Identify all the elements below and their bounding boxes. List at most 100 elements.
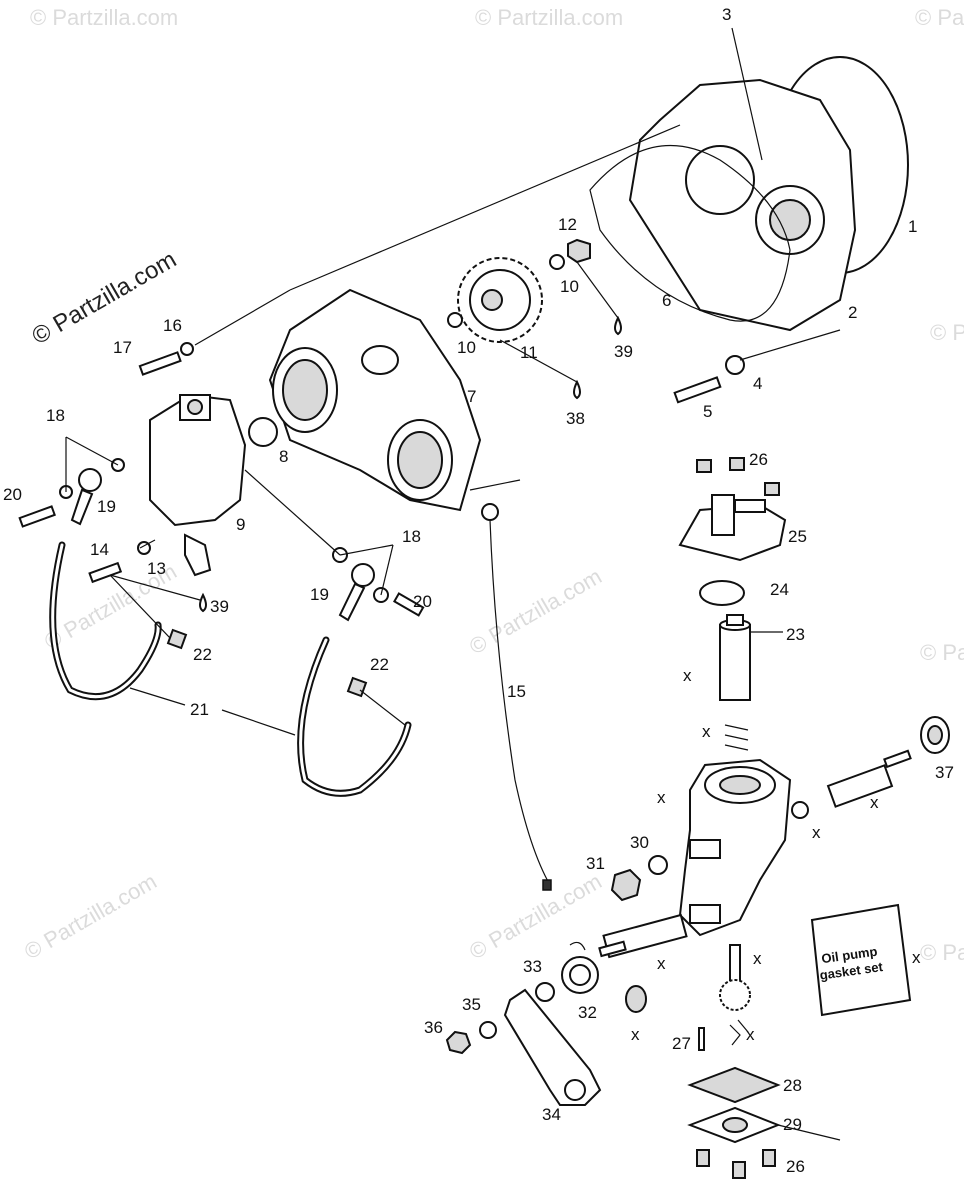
callout-22b: 22 [370, 655, 389, 674]
banjo-19b [351, 563, 375, 587]
o-ring-24 [699, 580, 745, 606]
screw-14 [88, 561, 123, 584]
gasket-kit-envelope: Oil pump gasket set [810, 903, 912, 1017]
oil-drops [199, 315, 622, 613]
seal-x [625, 985, 647, 1013]
washer-35 [479, 1021, 497, 1039]
clip-22a [166, 628, 188, 650]
callout-10b: 10 [560, 277, 579, 296]
cable-15 [481, 503, 552, 891]
watermark-main: © Partzilla.com [28, 246, 182, 350]
callout-2: 2 [848, 303, 857, 322]
callout-25: 25 [788, 527, 807, 546]
drop-38 [573, 379, 581, 400]
callout-30: 30 [630, 833, 649, 852]
callout-18b: 18 [402, 527, 421, 546]
part-6-gasket [589, 144, 791, 322]
washer-10a [447, 312, 463, 328]
nut-36 [445, 1030, 472, 1055]
watermark-text: © Partzilla.com [930, 320, 964, 345]
plate-28-29 [687, 1066, 781, 1144]
x-marker: x [657, 954, 666, 973]
callout-34: 34 [542, 1105, 561, 1124]
callout-35: 35 [462, 995, 481, 1014]
pump-body-right [678, 758, 792, 937]
callout-4: 4 [753, 374, 762, 393]
callout-12: 12 [558, 215, 577, 234]
callout-10a: 10 [457, 338, 476, 357]
drop-39a [614, 315, 622, 336]
callout-21: 21 [190, 700, 209, 719]
callout-39b: 39 [210, 597, 229, 616]
x-marker: x [753, 949, 762, 968]
bolt-20b [393, 592, 425, 617]
callout-26b: 26 [786, 1157, 805, 1176]
callout-31: 31 [586, 854, 605, 873]
callout-37: 37 [935, 763, 954, 782]
part-23-valve [719, 614, 751, 701]
x-marker: x [657, 788, 666, 807]
watermark-text: © Partzilla.com [20, 869, 161, 965]
callout-24: 24 [770, 580, 789, 599]
callout-15: 15 [507, 682, 526, 701]
gear-shaft-x [719, 944, 751, 1011]
callout-1: 1 [908, 217, 917, 236]
part-2-housing [628, 78, 857, 332]
watermark-text: © Partzilla.com [920, 940, 964, 965]
callout-11: 11 [520, 343, 538, 362]
callout-33: 33 [523, 957, 542, 976]
drop-39b [199, 592, 207, 613]
spring-32 [561, 941, 599, 994]
small-hardware [59, 238, 809, 1055]
shaft-x [598, 913, 688, 959]
callout-28: 28 [783, 1076, 802, 1095]
callout-7: 7 [467, 387, 476, 406]
bolt-5 [673, 376, 722, 404]
callout-9: 9 [236, 515, 245, 534]
leader-lines [65, 27, 841, 1141]
watermark-text: © Partzilla.com [920, 640, 964, 665]
callout-38: 38 [566, 409, 585, 428]
callout-29: 29 [783, 1115, 802, 1134]
plunger-37 [826, 716, 950, 808]
lever-34 [503, 988, 602, 1106]
screw-26f [762, 1149, 776, 1167]
clip-x [729, 1019, 749, 1046]
callout-19b: 19 [310, 585, 329, 604]
callout-16: 16 [163, 316, 182, 335]
o-ring-8 [248, 417, 278, 447]
watermark-text: © Partzilla.com [475, 5, 623, 30]
screw-26c [764, 482, 780, 496]
washer-4 [725, 355, 745, 375]
x-marker: x [912, 948, 921, 967]
x-marker: x [746, 1025, 755, 1044]
callout-26a: 26 [749, 450, 768, 469]
callout-numbers: 1 2 3 4 5 6 7 8 9 10 10 11 12 13 14 15 1… [3, 5, 954, 1176]
callout-32: 32 [578, 1003, 597, 1022]
o-ring-x [791, 801, 809, 819]
callout-6: 6 [662, 291, 671, 310]
screw-26e [732, 1161, 746, 1179]
part-11-gear [457, 257, 543, 343]
hoses-21 [49, 541, 412, 797]
x-marker: x [870, 793, 879, 812]
callout-18a: 18 [46, 406, 65, 425]
washer-30 [648, 855, 668, 875]
callout-27: 27 [672, 1034, 691, 1053]
part-25-cover [678, 494, 787, 562]
x-markers: x x x x x x x x x x [631, 666, 921, 1044]
plug-31 [610, 868, 642, 902]
watermark-text: © Partzilla.com [915, 5, 964, 30]
callout-39a: 39 [614, 342, 633, 361]
washer-16 [180, 342, 194, 356]
part-9-oil-pump [149, 393, 247, 577]
screw-26a [696, 459, 712, 473]
watermark-text: © Partzilla.com [30, 5, 178, 30]
callout-5: 5 [703, 402, 712, 421]
washer-33 [535, 982, 555, 1002]
callout-20a: 20 [3, 485, 22, 504]
bolts [18, 351, 780, 1179]
bolt-20a [18, 505, 56, 528]
pin-27 [698, 1027, 705, 1051]
